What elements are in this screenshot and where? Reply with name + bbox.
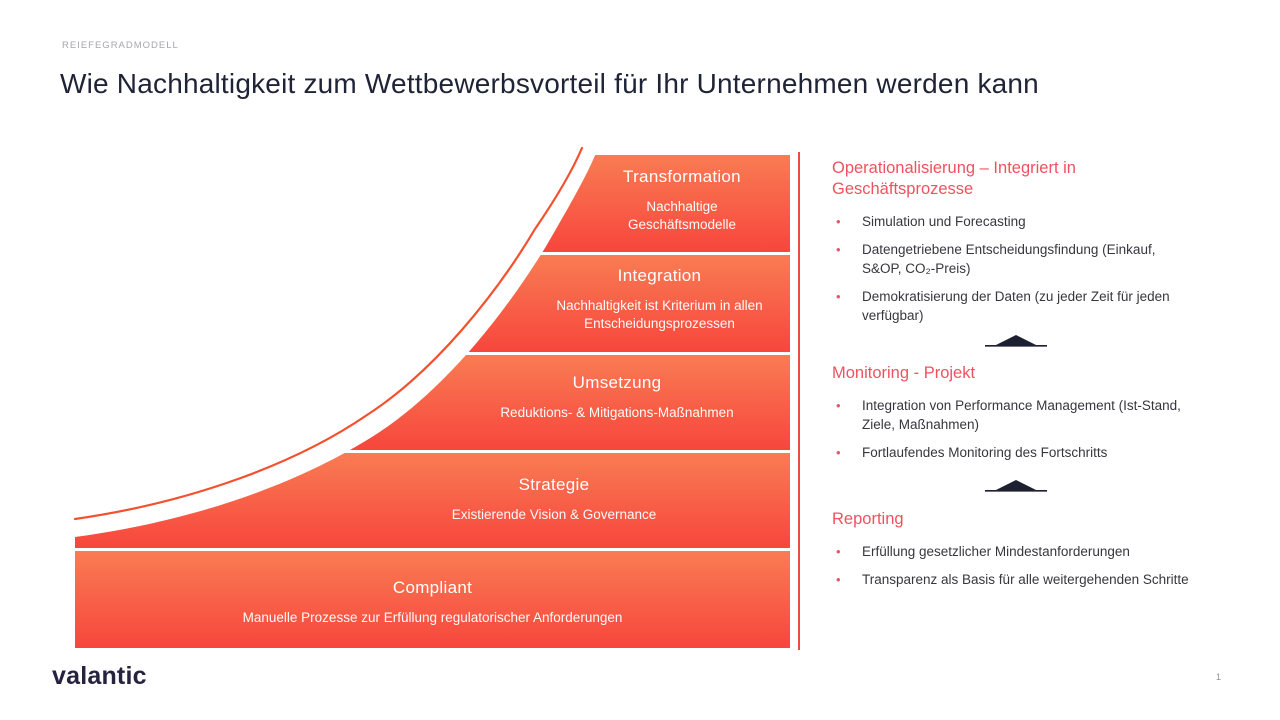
level-title: Umsetzung <box>572 373 662 392</box>
bullet-text: Demokratisierung der Daten (zu jeder Zei… <box>862 289 1170 323</box>
bullet-text: Datengetriebene Entscheidungsfindung (Ei… <box>862 242 1156 276</box>
level-subtitle: Existierende Vision & Governance <box>451 507 657 522</box>
bullet-item: • Simulation und Forecasting <box>832 212 1192 231</box>
level-label-umsetzung: Umsetzung Reduktions- & Mitigations-Maßn… <box>457 372 777 422</box>
page-title: Wie Nachhaltigkeit zum Wettbewerbsvortei… <box>60 68 1039 99</box>
level-title: Transformation <box>623 167 741 186</box>
section-reporting: Reporting • Erfüllung gesetzlicher Mindes… <box>832 509 1192 598</box>
section-monitoring: Monitoring - Projekt • Integration von Pe… <box>832 363 1192 471</box>
level-subtitle: Nachhaltige Geschäftsmodelle <box>627 199 737 232</box>
peak-triangle-divider-icon <box>985 476 1047 492</box>
bullet-item: • Transparenz als Basis für alle weiterge… <box>832 570 1192 589</box>
level-subtitle: Nachhaltigkeit ist Kriterium in allen En… <box>556 298 763 331</box>
bullet-list: • Erfüllung gesetzlicher Mindestanforderu… <box>832 542 1192 589</box>
bullet-item: • Erfüllung gesetzlicher Mindestanforderu… <box>832 542 1192 561</box>
level-subtitle: Reduktions- & Mitigations-Maßnahmen <box>500 405 734 420</box>
maturity-diagram: Transformation Nachhaltige Geschäftsmode… <box>73 146 790 648</box>
valantic-logo: valantic <box>52 662 147 690</box>
pyramid-level-compliant <box>75 551 790 648</box>
section-heading: Monitoring - Projekt <box>832 364 976 382</box>
bullet-text: Integration von Performance Management (… <box>862 398 1181 432</box>
bullet-dot-icon: • <box>836 544 841 559</box>
bullet-item: • Demokratisierung der Daten (zu jeder Ze… <box>832 287 1192 325</box>
vertical-divider-line <box>798 152 800 650</box>
bullet-item: • Fortlaufendes Monitoring des Fortschrit… <box>832 443 1192 462</box>
section-heading: Reporting <box>832 510 904 528</box>
level-subtitle: Manuelle Prozesse zur Erfüllung regulato… <box>242 610 623 625</box>
level-title: Compliant <box>392 578 473 597</box>
section-operationalisierung: Operationalisierung – Integriert in Gesc… <box>832 158 1192 334</box>
bullet-dot-icon: • <box>836 242 841 257</box>
kicker-label: REIEFEGRADMODELL <box>62 40 179 51</box>
bullet-dot-icon: • <box>836 214 841 229</box>
bullet-list: • Simulation und Forecasting • Datengetrie… <box>832 212 1192 325</box>
peak-triangle-divider-icon <box>985 331 1047 347</box>
bullet-text: Simulation und Forecasting <box>862 214 1026 229</box>
page-number: 1 <box>1216 672 1222 682</box>
bullet-item: • Datengetriebene Entscheidungsfindung (E… <box>832 240 1192 278</box>
bullet-list: • Integration von Performance Management … <box>832 396 1192 462</box>
bullet-item: • Integration von Performance Management … <box>832 396 1192 434</box>
bullet-text: Transparenz als Basis für alle weitergeh… <box>862 572 1189 587</box>
bullet-text: Erfüllung gesetzlicher Mindestanforderun… <box>862 544 1130 559</box>
section-heading: Operationalisierung – Integriert in Gesc… <box>832 159 1076 198</box>
level-title: Strategie <box>518 475 590 494</box>
level-title: Integration <box>617 266 702 285</box>
level-label-strategie: Strategie Existierende Vision & Governan… <box>399 474 709 524</box>
bullet-text: Fortlaufendes Monitoring des Fortschritt… <box>862 445 1108 460</box>
level-label-compliant: Compliant Manuelle Prozesse zur Erfüllun… <box>75 577 790 627</box>
level-label-integration: Integration Nachhaltigkeit ist Kriterium… <box>537 265 782 332</box>
bullet-dot-icon: • <box>836 289 841 304</box>
bullet-dot-icon: • <box>836 445 841 460</box>
bullet-dot-icon: • <box>836 572 841 587</box>
bullet-dot-icon: • <box>836 398 841 413</box>
level-label-transformation: Transformation Nachhaltige Geschäftsmode… <box>607 166 757 233</box>
